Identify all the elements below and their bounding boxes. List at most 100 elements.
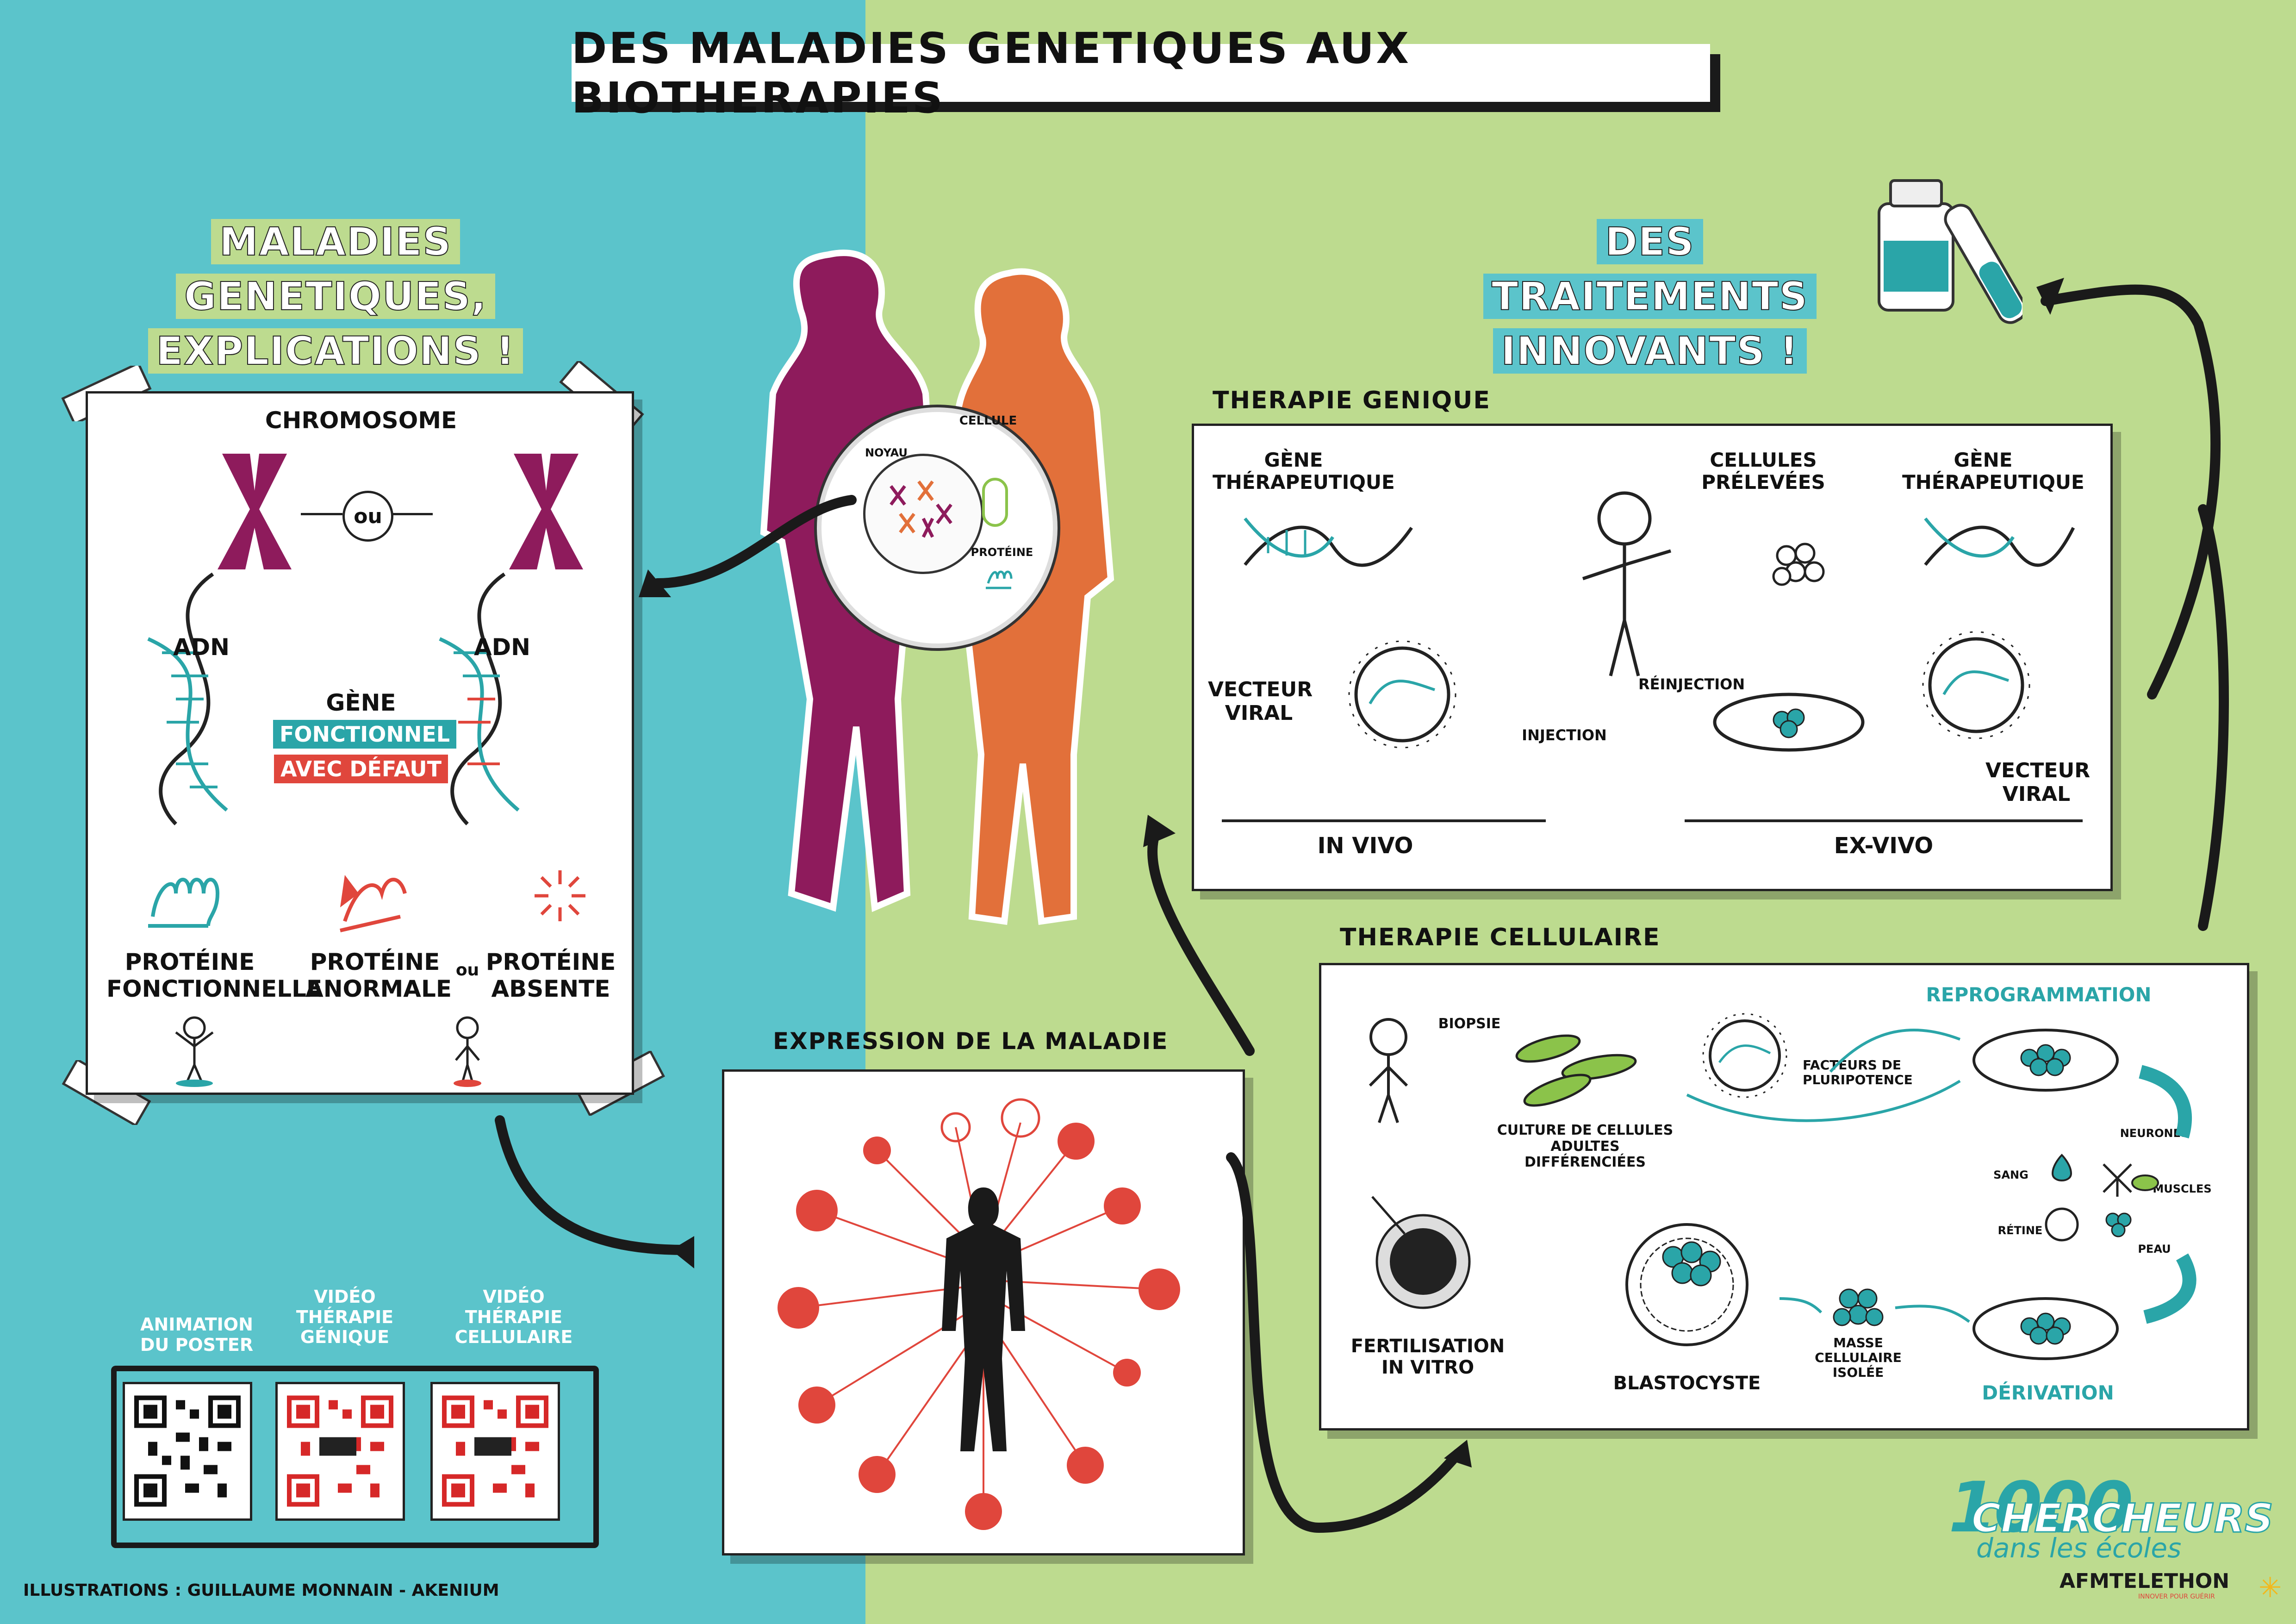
reinjection-label: RÉINJECTION bbox=[1638, 675, 1745, 693]
chromosome-right-icon bbox=[509, 454, 583, 569]
gene-functional-label: FONCTIONNEL bbox=[273, 720, 457, 749]
nucleus bbox=[863, 454, 983, 574]
protein-absent-icon bbox=[535, 870, 585, 921]
protein-abnormal-label: PROTÉINE ANORMALE bbox=[305, 949, 452, 1002]
qr-code-gene-therapy[interactable] bbox=[275, 1382, 405, 1521]
differentiated-cells-icons bbox=[2045, 1154, 2159, 1242]
injection-label: INJECTION bbox=[1522, 726, 1607, 744]
viral-vector-right-icon bbox=[1922, 631, 2030, 739]
ou-line-right bbox=[391, 513, 433, 515]
chromosome-label: CHROMOSOME bbox=[265, 407, 457, 434]
vecteur-left-line2: VIRAL bbox=[1225, 701, 1293, 725]
afm-logo: AFMTELETHON INNOVER POUR GUÉRIR bbox=[2060, 1569, 2277, 1611]
blastocyst-icon bbox=[1625, 1223, 1748, 1346]
gene-therapy-heading: THERAPIE GENIQUE bbox=[1213, 387, 1491, 414]
protein-functional-icon bbox=[148, 878, 220, 928]
qr-label-2-line2: THÉRAPIE bbox=[296, 1306, 394, 1327]
qr-label-1-line2: DU POSTER bbox=[140, 1334, 254, 1355]
noyau-label: NOYAU bbox=[865, 446, 908, 459]
protein-abnormal-line2: ANORMALE bbox=[305, 975, 452, 1002]
harvested-cells-icon bbox=[1772, 543, 1825, 586]
qr-code-poster[interactable] bbox=[123, 1382, 252, 1521]
ex-vivo-line bbox=[1685, 819, 2083, 822]
gene-right-line2: THÉRAPEUTIQUE bbox=[1902, 471, 2084, 494]
mitochondria-icon bbox=[982, 478, 1008, 527]
chromosome-left-icon bbox=[218, 454, 292, 569]
culture-line2: ADULTES DIFFÉRENCIÉES bbox=[1524, 1138, 1646, 1170]
afm-star-icon: ✳ bbox=[2259, 1572, 2282, 1604]
dna-right-icon bbox=[439, 572, 520, 825]
derivation-label: DÉRIVATION bbox=[1982, 1381, 2114, 1404]
blastocyste-label: BLASTOCYSTE bbox=[1613, 1373, 1761, 1394]
qr-label-2: VIDÉO THÉRAPIE GÉNIQUE bbox=[282, 1287, 407, 1348]
vial-icon bbox=[1878, 179, 2022, 324]
qr-label-3-line1: VIDÉO bbox=[483, 1287, 545, 1307]
qr-pattern-icon bbox=[134, 1395, 241, 1507]
gene-therapy-panel: GÈNE THÉRAPEUTIQUE VECTEUR VIRAL INJECTI… bbox=[1192, 424, 2113, 891]
reprogrammation-label: REPROGRAMMATION bbox=[1926, 983, 2152, 1006]
cellules-line2: PRÉLEVÉES bbox=[1701, 471, 1825, 494]
qr-label-1: ANIMATION DU POSTER bbox=[134, 1314, 259, 1355]
proteine-cell-label: PROTÉINE bbox=[971, 546, 1033, 559]
protein-absent-label: PROTÉINE ABSENTE bbox=[481, 949, 620, 1002]
ou-circle: ou bbox=[342, 491, 393, 542]
afm-logo-tagline: INNOVER POUR GUÉRIR bbox=[2138, 1593, 2215, 1600]
petri-dish-icon bbox=[1713, 693, 1865, 752]
protein-functional-line1: PROTÉINE bbox=[124, 949, 255, 975]
vecteur-right-label: VECTEUR VIRAL bbox=[1985, 759, 2091, 806]
muscles-label: MUSCLES bbox=[2153, 1182, 2212, 1195]
culture-label: CULTURE DE CELLULES ADULTES DIFFÉRENCIÉE… bbox=[1488, 1122, 1682, 1171]
adn-left-label: ADN bbox=[173, 634, 230, 661]
qr-label-1-line1: ANIMATION bbox=[140, 1314, 253, 1335]
ex-vivo-label: EX-VIVO bbox=[1834, 833, 1934, 859]
sang-label: SANG bbox=[1993, 1168, 2028, 1181]
protein-abnormal-line1: PROTÉINE bbox=[310, 949, 440, 975]
peau-label: PEAU bbox=[2138, 1243, 2171, 1255]
isolated-mass-icon bbox=[1833, 1288, 1884, 1326]
credits: ILLUSTRATIONS : GUILLAUME MONNAIN - AKEN… bbox=[23, 1581, 499, 1600]
fertilisation-line1: FERTILISATION bbox=[1350, 1336, 1505, 1357]
cell-therapy-panel: BIOPSIE CULTURE DE CELLULES ADULTES DIFF… bbox=[1319, 963, 2249, 1430]
expression-panel bbox=[722, 1069, 1245, 1555]
masse-line3: ISOLÉE bbox=[1832, 1365, 1884, 1380]
gene-defective-label: AVEC DÉFAUT bbox=[274, 755, 448, 783]
vecteur-right-line1: VECTEUR bbox=[1985, 759, 2091, 782]
qr-label-3-line3: CELLULAIRE bbox=[454, 1327, 573, 1348]
qr-pattern-icon bbox=[442, 1395, 548, 1507]
protein-absent-line1: PROTÉINE bbox=[485, 949, 616, 975]
qr-label-2-line1: VIDÉO bbox=[314, 1287, 376, 1307]
in-vivo-line bbox=[1222, 819, 1546, 822]
ou-line-left bbox=[301, 513, 342, 515]
genetics-panel: CHROMOSOME ou ADN ADN GÈNE FONCTIONNEL A… bbox=[86, 391, 634, 1095]
body-organs-illustration bbox=[778, 1098, 1180, 1530]
logo-line2: dans les écoles bbox=[1976, 1532, 2182, 1564]
logo-number: 1000 bbox=[1948, 1468, 2133, 1548]
cellules-line1: CELLULES bbox=[1710, 449, 1817, 471]
ou-small-label: ou bbox=[455, 961, 479, 980]
protein-functional-line2: FONCTIONNELLE bbox=[106, 975, 323, 1002]
protein-abnormal-icon bbox=[340, 875, 407, 932]
vecteur-left-line1: VECTEUR bbox=[1208, 678, 1313, 701]
happy-person-icon bbox=[175, 1016, 214, 1087]
chromosomes-cluster-icon bbox=[890, 480, 952, 538]
qr-code-cell-therapy[interactable] bbox=[430, 1382, 560, 1521]
protein-functional-label: PROTÉINE FONCTIONNELLE bbox=[106, 949, 322, 1002]
right-section-title: DES TRAITEMENTS INNOVANTS ! bbox=[1428, 211, 1872, 382]
derivation-petri-dish-icon bbox=[1972, 1297, 2119, 1360]
gene-right-line1: GÈNE bbox=[1954, 449, 2013, 471]
protein-absent-line2: ABSENTE bbox=[491, 975, 610, 1002]
chercheurs-logo: 1000 CHERCHEURS dans les écoles bbox=[1948, 1468, 2274, 1579]
teal-arrows bbox=[1686, 1028, 2196, 1324]
ou-label: ou bbox=[354, 504, 382, 528]
facteurs-line1: FACTEURS DE bbox=[1803, 1057, 1901, 1073]
qr-label-3: VIDÉO THÉRAPIE CELLULAIRE bbox=[444, 1287, 583, 1348]
cell-therapy-heading: THERAPIE CELLULAIRE bbox=[1340, 924, 1661, 951]
dna-left-icon bbox=[147, 572, 228, 825]
sad-person-icon bbox=[454, 1016, 481, 1087]
right-section-title-line2: INNOVANTS ! bbox=[1493, 328, 1807, 374]
gene-left-line2: THÉRAPEUTIQUE bbox=[1213, 471, 1395, 494]
biopsie-label: BIOPSIE bbox=[1438, 1016, 1501, 1032]
cellule-label: CELLULE bbox=[959, 414, 1017, 428]
gene-right-label: GÈNE THÉRAPEUTIQUE bbox=[1902, 449, 2084, 494]
